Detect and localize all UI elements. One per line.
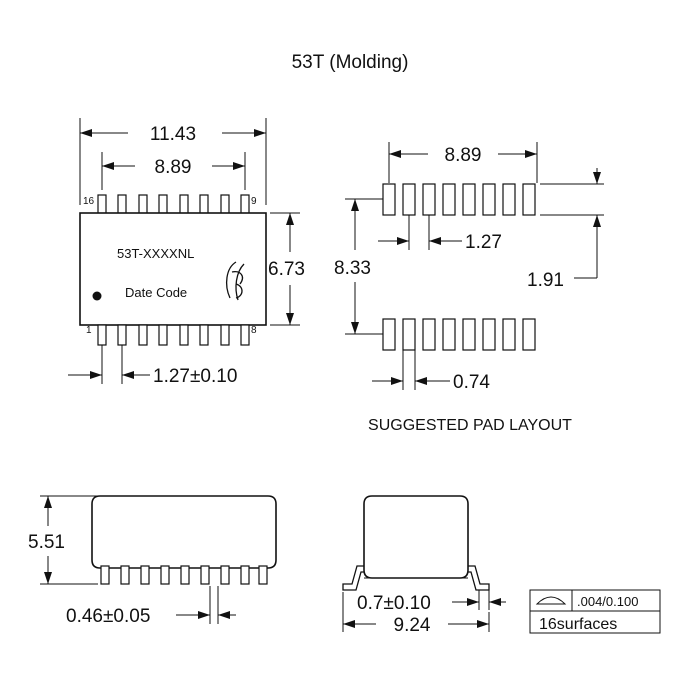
drawing-title: 53T (Molding): [292, 52, 409, 73]
pad-layout-caption: SUGGESTED PAD LAYOUT: [368, 417, 572, 434]
dim-pad-length: 1.91: [527, 270, 564, 291]
dim-overall-width-end: 9.24: [394, 615, 431, 636]
end-view: 0.7±0.10 9.24 .004/0.100 16surfaces: [342, 495, 661, 636]
pin-label-1: 1: [86, 325, 92, 336]
dim-body-width: 6.73: [268, 259, 305, 280]
coplanarity-surfaces: 16surfaces: [539, 616, 617, 633]
pin1-dot: [92, 291, 102, 301]
date-code-label: Date Code: [125, 285, 187, 300]
company-logo-icon: [225, 261, 245, 301]
pad-row-top: [382, 183, 536, 216]
coplanarity-value: .004/0.100: [577, 594, 638, 609]
bottom-pins: [97, 324, 250, 346]
end-view-body: [363, 495, 469, 579]
right-lead: [468, 565, 490, 591]
dim-lead-length: 0.7±0.10: [357, 593, 431, 614]
dim-row-span: 8.33: [334, 258, 371, 279]
dim-height: 5.51: [28, 532, 65, 553]
top-pins: [97, 194, 250, 216]
dim-pad-span: 8.89: [445, 145, 482, 166]
dim-overall-width: 11.43: [150, 124, 196, 145]
profile-surface-icon: [535, 596, 567, 605]
pad-layout: 8.89 8.33: [334, 142, 604, 434]
dim-pin-span: 8.89: [155, 157, 192, 178]
side-view: 5.51 0.46±0.05: [28, 495, 277, 627]
pin-label-9: 9: [251, 196, 257, 207]
top-view-body: [79, 212, 267, 326]
coplanarity-callout: .004/0.100 16surfaces: [529, 589, 661, 634]
side-view-body: [91, 495, 277, 569]
pad-row-bottom: [382, 318, 536, 351]
left-lead: [342, 565, 364, 591]
dim-pad-pitch: 1.27: [465, 232, 502, 253]
dim-pin-pitch: 1.27±0.10: [153, 366, 237, 387]
pin-label-8: 8: [251, 325, 257, 336]
dim-pad-width: 0.74: [453, 372, 490, 393]
part-number-label: 53T-XXXXNL: [117, 246, 194, 261]
top-view: 11.43 8.89 16 9 53T-XXXXNL Date Code: [68, 118, 305, 387]
dim-lead-width: 0.46±0.05: [66, 606, 150, 627]
pin-label-16: 16: [83, 196, 95, 207]
side-view-leads: [100, 565, 268, 585]
